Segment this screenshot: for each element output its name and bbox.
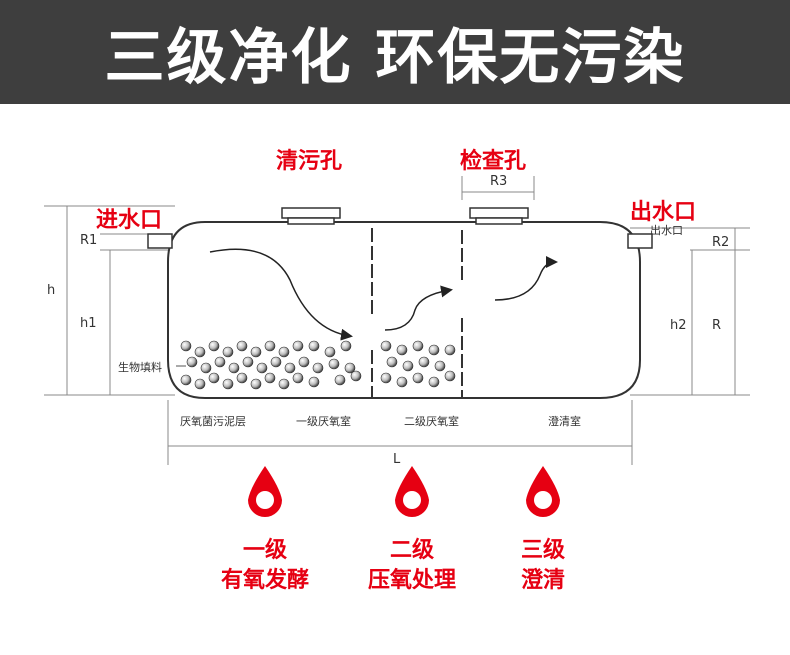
inspection-hole-label: 检查孔 [460,149,527,174]
sludge-layer-label: 厌氧菌污泥层 [180,415,246,428]
stage-3-desc: 澄清 [520,568,565,593]
stage-2-caption: 二级 压氧处理 [352,536,472,596]
stage-3-title: 三级 [520,538,565,563]
outlet-small-label: 出水口 [650,224,683,237]
stage-1-title: 一级 [242,538,287,563]
clear-chamber-label: 澄清室 [548,415,581,428]
stage-2-desc: 压氧处理 [367,568,456,593]
outlet-pipe [627,233,653,249]
header-banner: 三级净化 环保无污染 [0,0,790,104]
dim-h: h [47,283,56,298]
partitions [371,228,463,398]
bio-balls [180,340,456,390]
inlet-label: 进水口 [96,208,163,233]
dim-r3: R3 [490,174,508,189]
stage-3-caption: 三级 澄清 [483,536,603,596]
stage-drop-icons [248,466,560,517]
second-chamber-label: 二级厌氧室 [404,415,459,428]
cleaning-hole-label: 清污孔 [276,149,343,174]
drop-icon-2 [395,466,429,517]
dim-h1: h1 [80,316,97,331]
banner-title: 三级净化 环保无污染 [104,22,686,93]
stage-1-desc: 有氧发酵 [220,568,309,593]
outlet-label: 出水口 [630,200,697,225]
drop-icon-3 [526,466,560,517]
dim-r2: R2 [712,235,730,250]
diagram-area [0,104,790,655]
cleaning-manhole [281,207,341,225]
dim-r1: R1 [80,233,98,248]
tank-diagram [44,176,750,517]
flow-arrows [209,248,558,341]
tank-body [167,221,641,399]
first-chamber-label: 一级厌氧室 [296,415,351,428]
dim-r: R [712,318,722,333]
stage-2-title: 二级 [389,538,434,563]
dim-l: L [393,452,401,467]
stage-1-caption: 一级 有氧发酵 [205,536,325,596]
inlet-pipe [147,233,173,249]
drop-icon-1 [248,466,282,517]
inspection-manhole [469,207,529,225]
dim-h2: h2 [670,318,687,333]
bio-filler-label: 生物填料 [118,361,162,374]
dimension-lines [44,176,750,465]
